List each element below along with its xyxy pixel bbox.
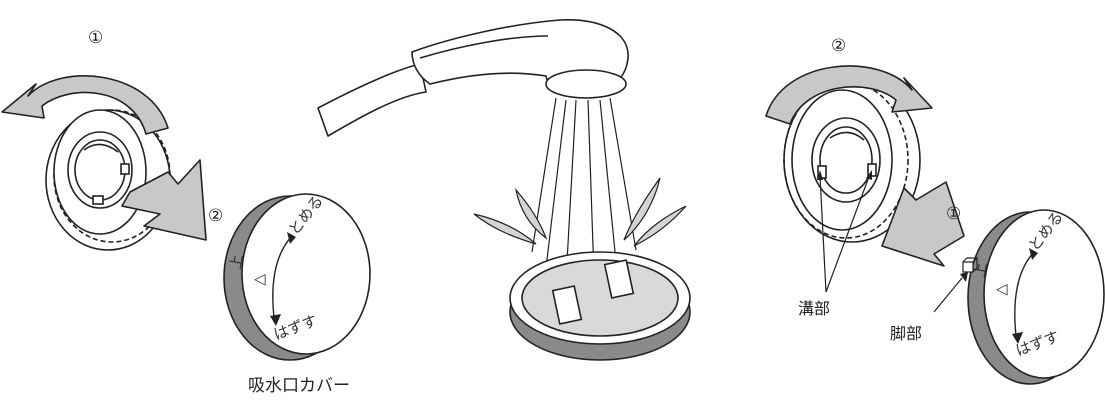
leg-label: 脚部 — [890, 324, 922, 343]
step-mark-left-rotate: ① — [88, 28, 103, 48]
right-figure-attach: ② ① 溝部 とめる はずす 上 ▽ — [766, 36, 1104, 384]
intake-cover-being-rinsed — [510, 252, 690, 360]
shower-head — [412, 20, 628, 98]
cover-top-mark-left: 上 — [226, 253, 246, 271]
step-mark-right-rotate: ② — [831, 36, 846, 56]
cover-caption: 吸水口カバー — [248, 376, 350, 396]
cover-arrow-mark-left: ▽ — [252, 274, 270, 286]
step-mark-left-pull: ② — [208, 206, 223, 226]
step-mark-right-push: ① — [946, 204, 961, 224]
leg-pointer-arrowhead — [960, 272, 968, 282]
center-figure-rinse — [318, 20, 690, 360]
shower-hose — [318, 64, 426, 136]
water-splash — [474, 178, 686, 246]
intake-cover-left: とめる はずす 上 ▽ — [224, 192, 370, 360]
left-figure-remove: ① ② とめる はずす 上 ▽ 吸水口カバー — [2, 28, 370, 396]
groove-label: 溝部 — [798, 299, 830, 318]
cover-arrow-mark-right: ▽ — [994, 284, 1012, 296]
leg-pointer-line — [934, 278, 962, 312]
intake-cover-right: とめる はずす 上 ▽ — [963, 208, 1104, 384]
